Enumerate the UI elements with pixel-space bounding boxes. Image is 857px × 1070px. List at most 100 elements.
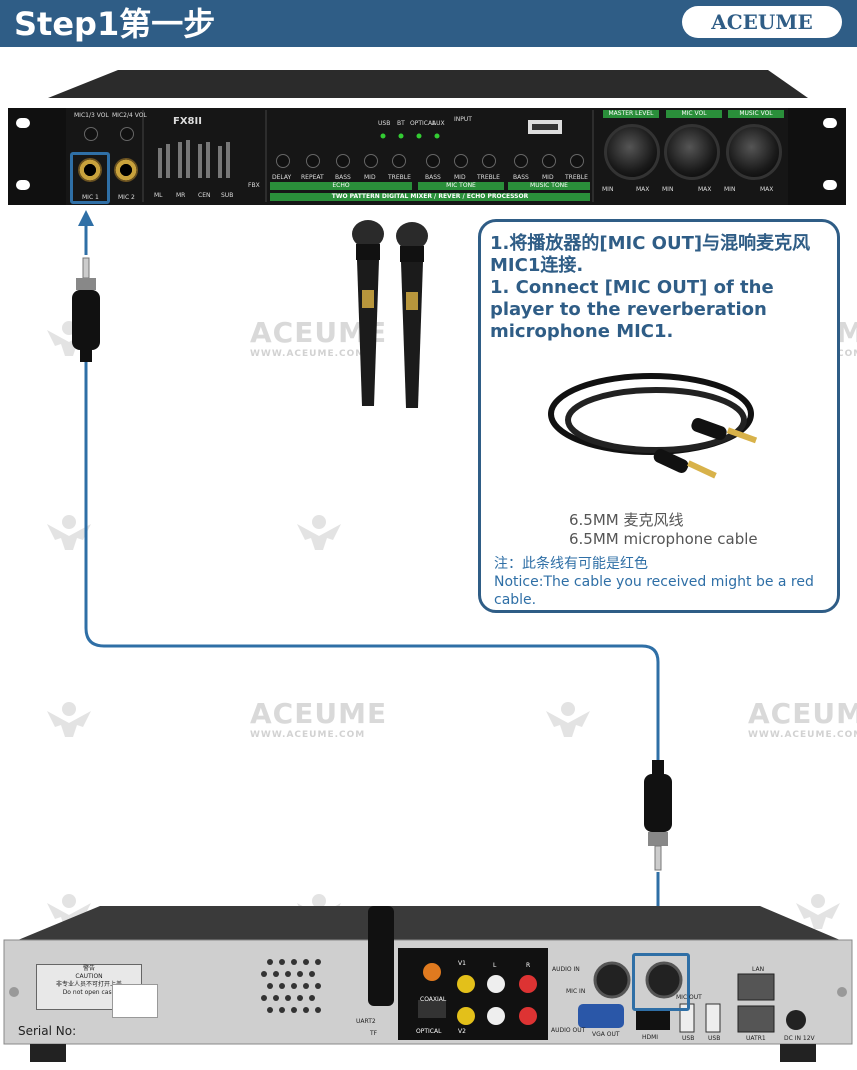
mic-treble-knob[interactable]	[482, 154, 496, 168]
indicator-bt: BT	[397, 120, 405, 127]
channel-cen: CEN	[198, 192, 211, 199]
barcode-sticker	[112, 984, 158, 1018]
echo-treble-label: TREBLE	[388, 174, 411, 181]
mic-treble-label: TREBLE	[477, 174, 500, 181]
microphone-icon	[396, 222, 428, 408]
mic1-jack[interactable]	[78, 158, 102, 182]
mic-vol-knob[interactable]	[664, 124, 720, 180]
usb1-label: USB	[682, 1035, 695, 1042]
hdmi-label: HDMI	[642, 1034, 659, 1041]
vga-out-label: VGA OUT	[592, 1031, 620, 1038]
delay-knob[interactable]	[276, 154, 290, 168]
input-label: INPUT	[454, 116, 472, 123]
music-treble-knob[interactable]	[570, 154, 584, 168]
caution-cn: 非专业人员不可打开上盖	[55, 981, 122, 988]
min-label: MIN	[602, 186, 614, 193]
mic2-vol-label: MIC2/4 VOL	[112, 112, 147, 119]
instruction-en: 1. Connect [MIC OUT] of the player to th…	[490, 277, 774, 342]
audio-plug-icon	[72, 257, 100, 362]
echo-treble-knob[interactable]	[392, 154, 406, 168]
person-logo-icon	[546, 702, 590, 737]
music-tone-section-label: MUSIC TONE	[508, 182, 590, 190]
mic-tone-section-label: MIC TONE	[418, 182, 504, 190]
max-label: MAX	[760, 186, 774, 193]
mic-out-label: MIC OUT	[676, 994, 702, 1001]
music-vol-label: MUSIC VOL	[728, 110, 784, 118]
max-label: MAX	[636, 186, 650, 193]
coaxial-label: COAXIAL	[420, 996, 447, 1003]
indicator-optical: OPTICAL	[410, 120, 436, 127]
audio-out-label: AUDIO OUT	[551, 1027, 586, 1034]
mic1-vol-knob[interactable]	[84, 127, 98, 141]
max-label: MAX	[698, 186, 712, 193]
fbx-label: FBX	[248, 182, 260, 189]
mic2-vol-knob[interactable]	[120, 127, 134, 141]
repeat-knob[interactable]	[306, 154, 320, 168]
player-device: 警告 CAUTION 非专业人员不可打开上盖 Do not open case …	[0, 900, 857, 1070]
left-channel-label: L	[493, 962, 497, 969]
right-channel-label: R	[526, 962, 531, 969]
repeat-label: REPEAT	[301, 174, 324, 181]
cable-caption-en: 6.5MM microphone cable	[569, 530, 758, 548]
music-treble-label: TREBLE	[565, 174, 588, 181]
mixer-model: FX8II	[173, 116, 202, 127]
person-logo-icon	[47, 702, 91, 737]
instruction-text: 1.将播放器的[MIC OUT]与混响麦克风MIC1连接. 1. Connect…	[490, 233, 830, 343]
caution-en: Do not open case	[62, 989, 116, 996]
v1-label: V1	[458, 960, 466, 967]
mic-mid-label: MID	[454, 174, 466, 181]
channel-ml: ML	[154, 192, 163, 199]
usb2-label: USB	[708, 1035, 721, 1042]
audio-plug-icon	[644, 760, 672, 871]
echo-section-label: ECHO	[270, 182, 412, 190]
mic2-jack[interactable]	[114, 158, 138, 182]
mic1-label: MIC 1	[82, 194, 99, 201]
notice-en: Notice:The cable you received might be a…	[494, 574, 814, 608]
audio-in-label: AUDIO IN	[552, 966, 580, 973]
music-vol-knob[interactable]	[726, 124, 782, 180]
mic1-vol-label: MIC1/3 VOL	[74, 112, 109, 119]
music-bass-label: BASS	[513, 174, 529, 181]
dc-in-label: DC IN 12V	[784, 1035, 815, 1042]
serial-number-label: Serial No:	[18, 1024, 77, 1038]
optical-label: OPTICAL	[416, 1028, 442, 1035]
min-label: MIN	[724, 186, 736, 193]
mic-in-label: MIC IN	[566, 988, 586, 995]
mixer-device: MIC1/3 VOL MIC2/4 VOL MIC 1 MIC 2 FX8II …	[8, 70, 846, 205]
microphone-cable-icon	[548, 373, 758, 479]
min-label: MIN	[662, 186, 674, 193]
instruction-card: 1.将播放器的[MIC OUT]与混响麦克风MIC1连接. 1. Connect…	[478, 219, 840, 613]
product-line-label: TWO PATTERN DIGITAL MIXER / REVER / ECHO…	[270, 193, 590, 201]
music-bass-knob[interactable]	[514, 154, 528, 168]
microphone-icon	[352, 220, 384, 406]
arrow-up-icon	[78, 210, 94, 226]
mic-mid-knob[interactable]	[454, 154, 468, 168]
indicator-aux: AUX	[432, 120, 445, 127]
uart2-label: UART2	[356, 1018, 376, 1025]
header-bar: Step1第一步 ACEUME	[0, 0, 857, 47]
music-mid-label: MID	[542, 174, 554, 181]
person-logo-icon	[47, 321, 91, 356]
instruction-cn: 1.将播放器的[MIC OUT]与混响麦克风MIC1连接.	[490, 233, 811, 276]
mic2-label: MIC 2	[118, 194, 135, 201]
tf-label: TF	[370, 1030, 378, 1037]
person-logo-icon	[297, 515, 341, 550]
lan-label: LAN	[752, 966, 765, 973]
brand-name: ACEUME	[711, 10, 813, 34]
step-title: Step1第一步	[14, 5, 216, 43]
mic-out-highlight	[632, 953, 690, 1011]
master-level-label: MASTER LEVEL	[603, 110, 659, 118]
mic-bass-label: BASS	[425, 174, 441, 181]
mic-bass-knob[interactable]	[426, 154, 440, 168]
echo-bass-label: BASS	[335, 174, 351, 181]
music-mid-knob[interactable]	[542, 154, 556, 168]
master-level-knob[interactable]	[604, 124, 660, 180]
delay-label: DELAY	[272, 174, 292, 181]
channel-sub: SUB	[221, 192, 234, 199]
echo-mid-knob[interactable]	[364, 154, 378, 168]
indicator-usb: USB	[378, 120, 391, 127]
v2-label: V2	[458, 1028, 466, 1035]
echo-bass-knob[interactable]	[336, 154, 350, 168]
